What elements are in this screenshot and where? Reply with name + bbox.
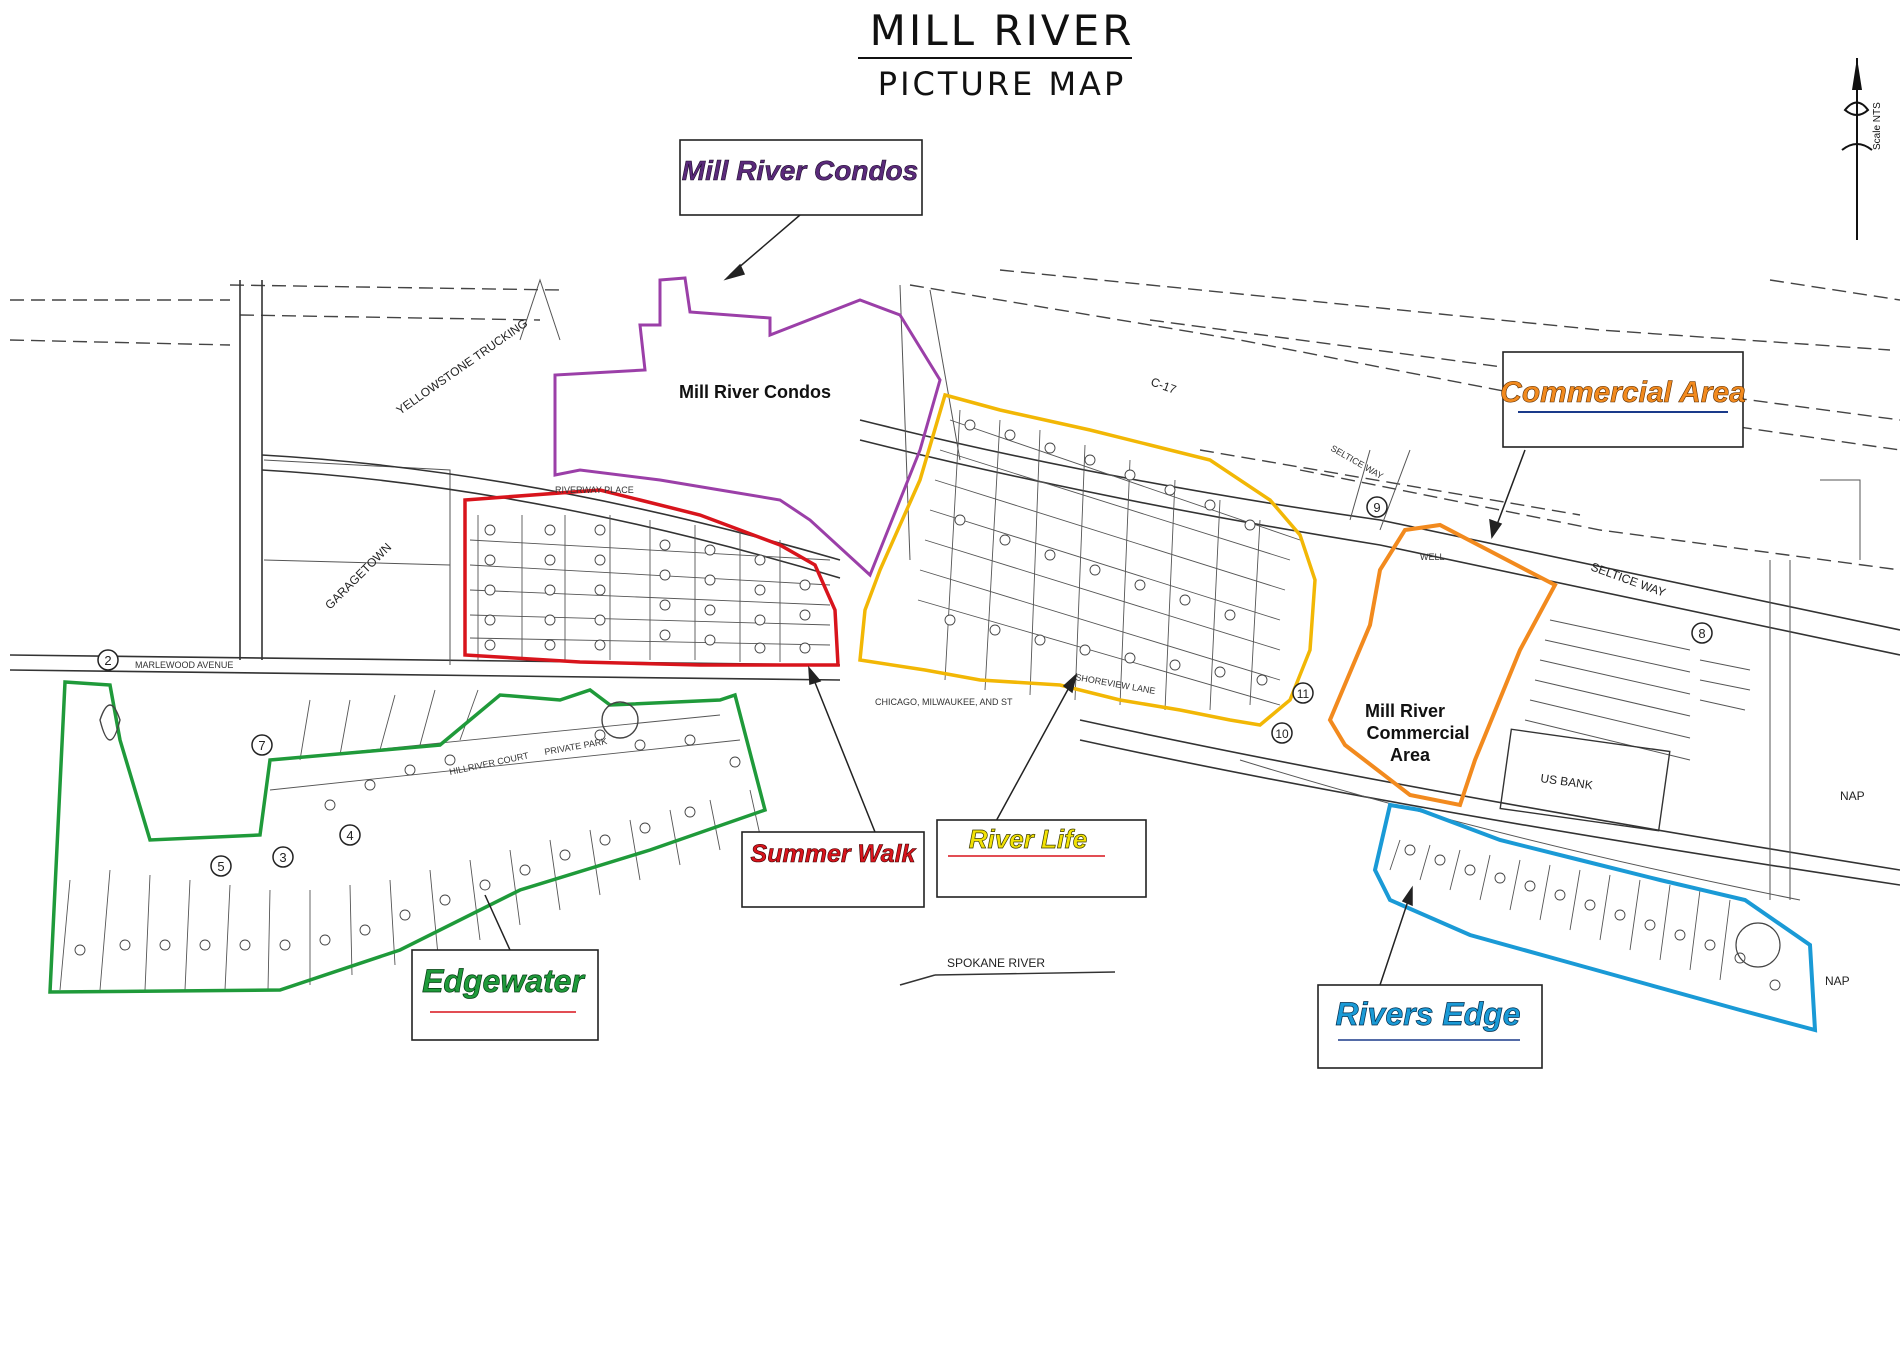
area-label-condos: Mill River Condos <box>679 382 831 402</box>
callout-condos-text: Mill River Condos <box>682 155 918 186</box>
lot-markers <box>74 419 1781 991</box>
lot-grid-summer-walk <box>469 515 831 662</box>
label-garagetown: GARAGETOWN <box>322 540 394 612</box>
label-spokane-river: SPOKANE RIVER <box>947 956 1045 970</box>
callout-arrows <box>484 214 1526 1016</box>
svg-text:8: 8 <box>1698 626 1705 641</box>
rivers-edge-outline[interactable] <box>1372 802 1818 1033</box>
numbered-markers: 2 7 4 3 5 10 11 9 8 <box>97 496 1713 877</box>
river-life-outline[interactable] <box>858 392 1317 727</box>
north-arrow-icon: Scale NTS <box>1841 58 1883 240</box>
condos-outline[interactable] <box>553 276 942 578</box>
label-c17: C-17 <box>1149 375 1179 397</box>
svg-text:5: 5 <box>217 859 224 874</box>
marker-2: 2 <box>97 649 119 671</box>
callout-river-life-text: River Life <box>969 824 1088 854</box>
label-us-bank: US BANK <box>1540 771 1594 792</box>
svg-text:7: 7 <box>258 738 265 753</box>
scale-label: Scale NTS <box>1872 102 1883 150</box>
svg-text:2: 2 <box>104 653 111 668</box>
summer-walk-outline[interactable] <box>463 488 840 667</box>
marker-4: 4 <box>339 824 361 846</box>
svg-text:11: 11 <box>1297 687 1310 701</box>
callout-summer-walk-text: Summer Walk <box>751 840 917 868</box>
parking-lot <box>1524 619 1751 761</box>
label-marlewood: MARLEWOOD AVENUE <box>135 660 233 670</box>
lot-grid-river-life <box>917 409 1301 711</box>
callout-edgewater[interactable]: Edgewater <box>411 949 599 1041</box>
title-line1: MILL RIVER <box>870 6 1135 55</box>
lot-grid-rivers-edge <box>1389 839 1731 981</box>
svg-text:3: 3 <box>279 850 286 865</box>
callout-rivers-edge-text: Rivers Edge <box>1336 996 1521 1032</box>
marker-10: 10 <box>1271 722 1293 744</box>
label-yellowstone: YELLOWSTONE TRUCKING <box>394 316 531 417</box>
label-seltice-way: SELTICE WAY <box>1589 560 1668 600</box>
label-riverway: RIVERWAY PLACE <box>555 485 634 495</box>
callout-commercial[interactable]: Commercial Area <box>1500 351 1746 448</box>
svg-text:4: 4 <box>346 828 353 843</box>
marker-9: 9 <box>1366 496 1388 518</box>
area-label-commercial-3: Area <box>1390 745 1431 765</box>
label-private-park: PRIVATE PARK <box>544 736 608 757</box>
callout-rivers-edge[interactable]: Rivers Edge <box>1317 984 1543 1069</box>
callout-commercial-text: Commercial Area <box>1500 376 1746 409</box>
label-seltice-way-small: SELTICE WAY <box>1329 443 1385 481</box>
label-nap-1: NAP <box>1840 789 1865 803</box>
svg-text:9: 9 <box>1373 500 1380 515</box>
area-label-commercial-2: Commercial <box>1366 723 1469 743</box>
map-title: MILL RIVER PICTURE MAP <box>858 6 1135 103</box>
marker-8: 8 <box>1691 622 1713 644</box>
title-line2: PICTURE MAP <box>878 65 1126 103</box>
callout-edgewater-text: Edgewater <box>422 963 585 999</box>
edgewater-outline[interactable] <box>48 680 768 994</box>
callout-summer-walk[interactable]: Summer Walk <box>741 831 925 908</box>
marker-3: 3 <box>272 846 294 868</box>
marker-5: 5 <box>210 855 232 877</box>
area-label-commercial-1: Mill River <box>1365 701 1445 721</box>
callout-condos[interactable]: Mill River Condos <box>679 139 923 216</box>
label-well: WELL <box>1420 552 1445 562</box>
callout-river-life[interactable]: River Life <box>936 819 1147 898</box>
base-map <box>9 269 1900 986</box>
commercial-outline[interactable] <box>1327 522 1558 808</box>
label-nap-2: NAP <box>1825 974 1850 988</box>
marker-11: 11 <box>1292 682 1314 704</box>
marker-7: 7 <box>251 734 273 756</box>
svg-text:10: 10 <box>1275 727 1289 741</box>
label-railroad: CHICAGO, MILWAUKEE, AND ST <box>875 697 1013 707</box>
